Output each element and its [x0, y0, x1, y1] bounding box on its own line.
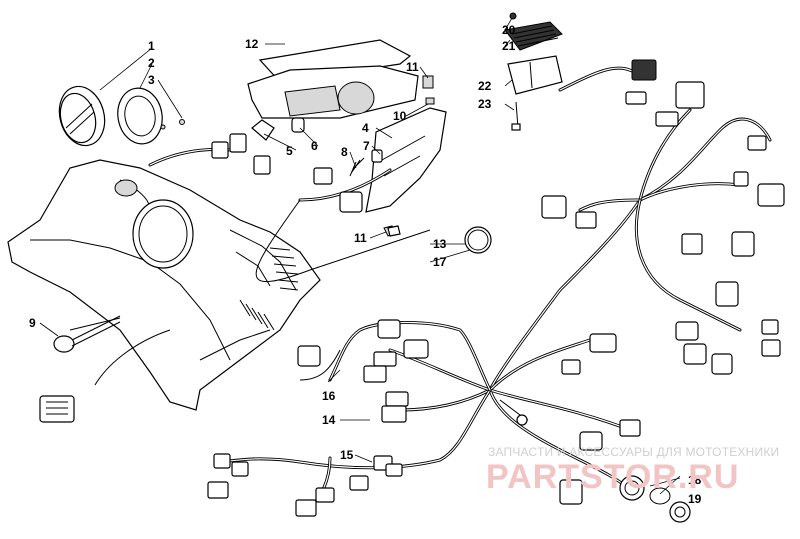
callout-22: 22 — [478, 79, 492, 93]
callout-12: 12 — [245, 37, 259, 51]
callout-23: 23 — [478, 97, 492, 111]
callout-6: 6 — [311, 139, 318, 153]
callout-20: 20 — [502, 23, 516, 37]
clip-11-lower — [387, 225, 401, 237]
callout-19-label: 19 — [688, 492, 702, 506]
callout-21: 21 — [502, 39, 516, 53]
callout-3: 3 — [148, 73, 155, 87]
clamp-rings — [464, 226, 492, 254]
callout-1: 1 — [148, 39, 155, 53]
callout-10: 10 — [393, 109, 407, 123]
callout-9: 9 — [29, 316, 36, 330]
callout-labels: 1 2 3 4 5 6 7 8 9 10 11 11 12 13 14 15 1… — [29, 23, 702, 506]
callout-2: 2 — [148, 56, 155, 70]
voltage-regulator — [504, 12, 563, 131]
callout-7: 7 — [363, 139, 370, 153]
callout-15: 15 — [340, 448, 354, 462]
callout-5: 5 — [286, 144, 293, 158]
bulb-socket-9 — [53, 315, 121, 353]
callout-leaders — [39, 17, 681, 495]
harness-connectors — [39, 59, 785, 523]
callout-11-upper: 11 — [406, 60, 419, 74]
callout-18: 18 — [688, 473, 702, 487]
callout-13: 13 — [433, 237, 447, 251]
hood-panel — [7, 159, 321, 411]
callout-4: 4 — [362, 121, 369, 135]
callout-17: 17 — [433, 255, 447, 269]
callout-11-lower: 11 — [354, 231, 367, 245]
callout-8: 8 — [341, 145, 348, 159]
callout-14: 14 — [322, 413, 336, 427]
watermark-logo: PARTSTOR.RU — [486, 458, 740, 496]
watermark-tagline: ЗАПЧАСТИ И АКСЕССУАРЫ ДЛЯ МОТОТЕХНИКИ — [488, 445, 780, 459]
headlight-assembly — [58, 85, 185, 147]
callout-16: 16 — [322, 389, 336, 403]
